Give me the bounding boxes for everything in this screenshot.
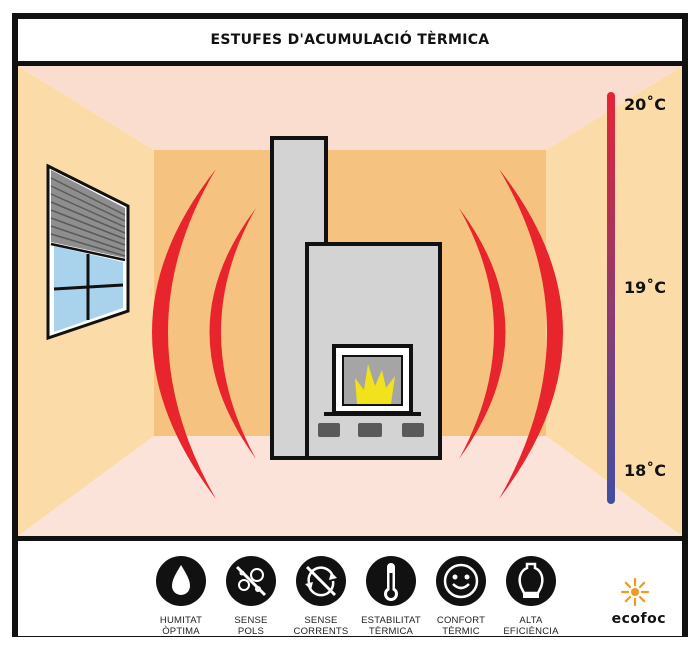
feature-label-line1: HUMITAT bbox=[159, 615, 203, 626]
feature-label-line1: CONFORT bbox=[436, 615, 486, 626]
floor bbox=[18, 436, 682, 536]
ceiling bbox=[18, 66, 682, 150]
feature-label-line1: SENSE bbox=[234, 615, 268, 626]
vent-slot bbox=[318, 423, 340, 437]
temperature-label-low: 18˚C bbox=[624, 461, 667, 480]
roller-shutter bbox=[51, 170, 125, 258]
no-dust-icon bbox=[226, 556, 276, 606]
temperature-label-high: 20˚C bbox=[624, 95, 667, 114]
room-illustration bbox=[18, 66, 682, 536]
feature-label-line2: CORRENTS bbox=[293, 626, 349, 637]
no-draft-icon bbox=[296, 556, 346, 606]
heat-wave-left-outer bbox=[152, 169, 216, 499]
heat-waves bbox=[152, 169, 563, 499]
heat-wave-left-inner bbox=[209, 208, 256, 459]
water-drop-icon bbox=[156, 556, 206, 606]
feature-label-line2: ÒPTIMA bbox=[162, 626, 200, 637]
feature-thermal-stability: ESTABILITAT TÈRMICA bbox=[351, 555, 431, 637]
thermometer-icon bbox=[366, 556, 416, 606]
features-bar: HUMITAT ÒPTIMA SENSE POLS bbox=[18, 536, 682, 637]
feature-label-line1: ESTABILITAT bbox=[361, 615, 421, 626]
brand-name: ecofoc bbox=[611, 611, 666, 627]
feature-label-line2: POLS bbox=[237, 626, 265, 637]
feature-label-line2: TÈRMICA bbox=[368, 626, 414, 637]
heat-wave-right-outer bbox=[499, 169, 563, 499]
feature-label-line2: TÈRMIC bbox=[442, 626, 480, 637]
feature-thermal-comfort: CONFORT TÈRMIC bbox=[421, 555, 501, 637]
flame bbox=[355, 364, 395, 404]
feature-high-efficiency: ALTA EFICIÈNCIA bbox=[491, 555, 571, 637]
feature-label-line2: EFICIÈNCIA bbox=[503, 626, 559, 637]
feature-no-drafts: SENSE CORRENTS bbox=[281, 555, 361, 637]
room-scene: 20˚C 19˚C 18˚C bbox=[18, 66, 682, 536]
sun-logo-icon bbox=[620, 577, 650, 607]
storage-stove bbox=[270, 136, 442, 460]
heat-wave-right-inner bbox=[459, 208, 506, 459]
temperature-label-mid: 19˚C bbox=[624, 278, 667, 297]
poster-frame: ESTUFES D'ACUMULACIÓ TÈRMICA bbox=[12, 13, 688, 637]
feature-no-dust: SENSE POLS bbox=[211, 555, 291, 637]
feature-humidity: HUMITAT ÒPTIMA bbox=[141, 555, 221, 637]
vent-slot bbox=[402, 423, 424, 437]
smiley-icon bbox=[436, 556, 486, 606]
feature-label-line1: ALTA bbox=[519, 615, 543, 626]
feature-label-line1: SENSE bbox=[304, 615, 338, 626]
temperature-gradient-bar bbox=[607, 92, 615, 504]
vent-slot bbox=[358, 423, 382, 437]
urn-icon bbox=[506, 556, 556, 606]
poster-title: ESTUFES D'ACUMULACIÓ TÈRMICA bbox=[210, 32, 490, 48]
title-bar: ESTUFES D'ACUMULACIÓ TÈRMICA bbox=[18, 19, 682, 66]
window bbox=[46, 163, 130, 341]
